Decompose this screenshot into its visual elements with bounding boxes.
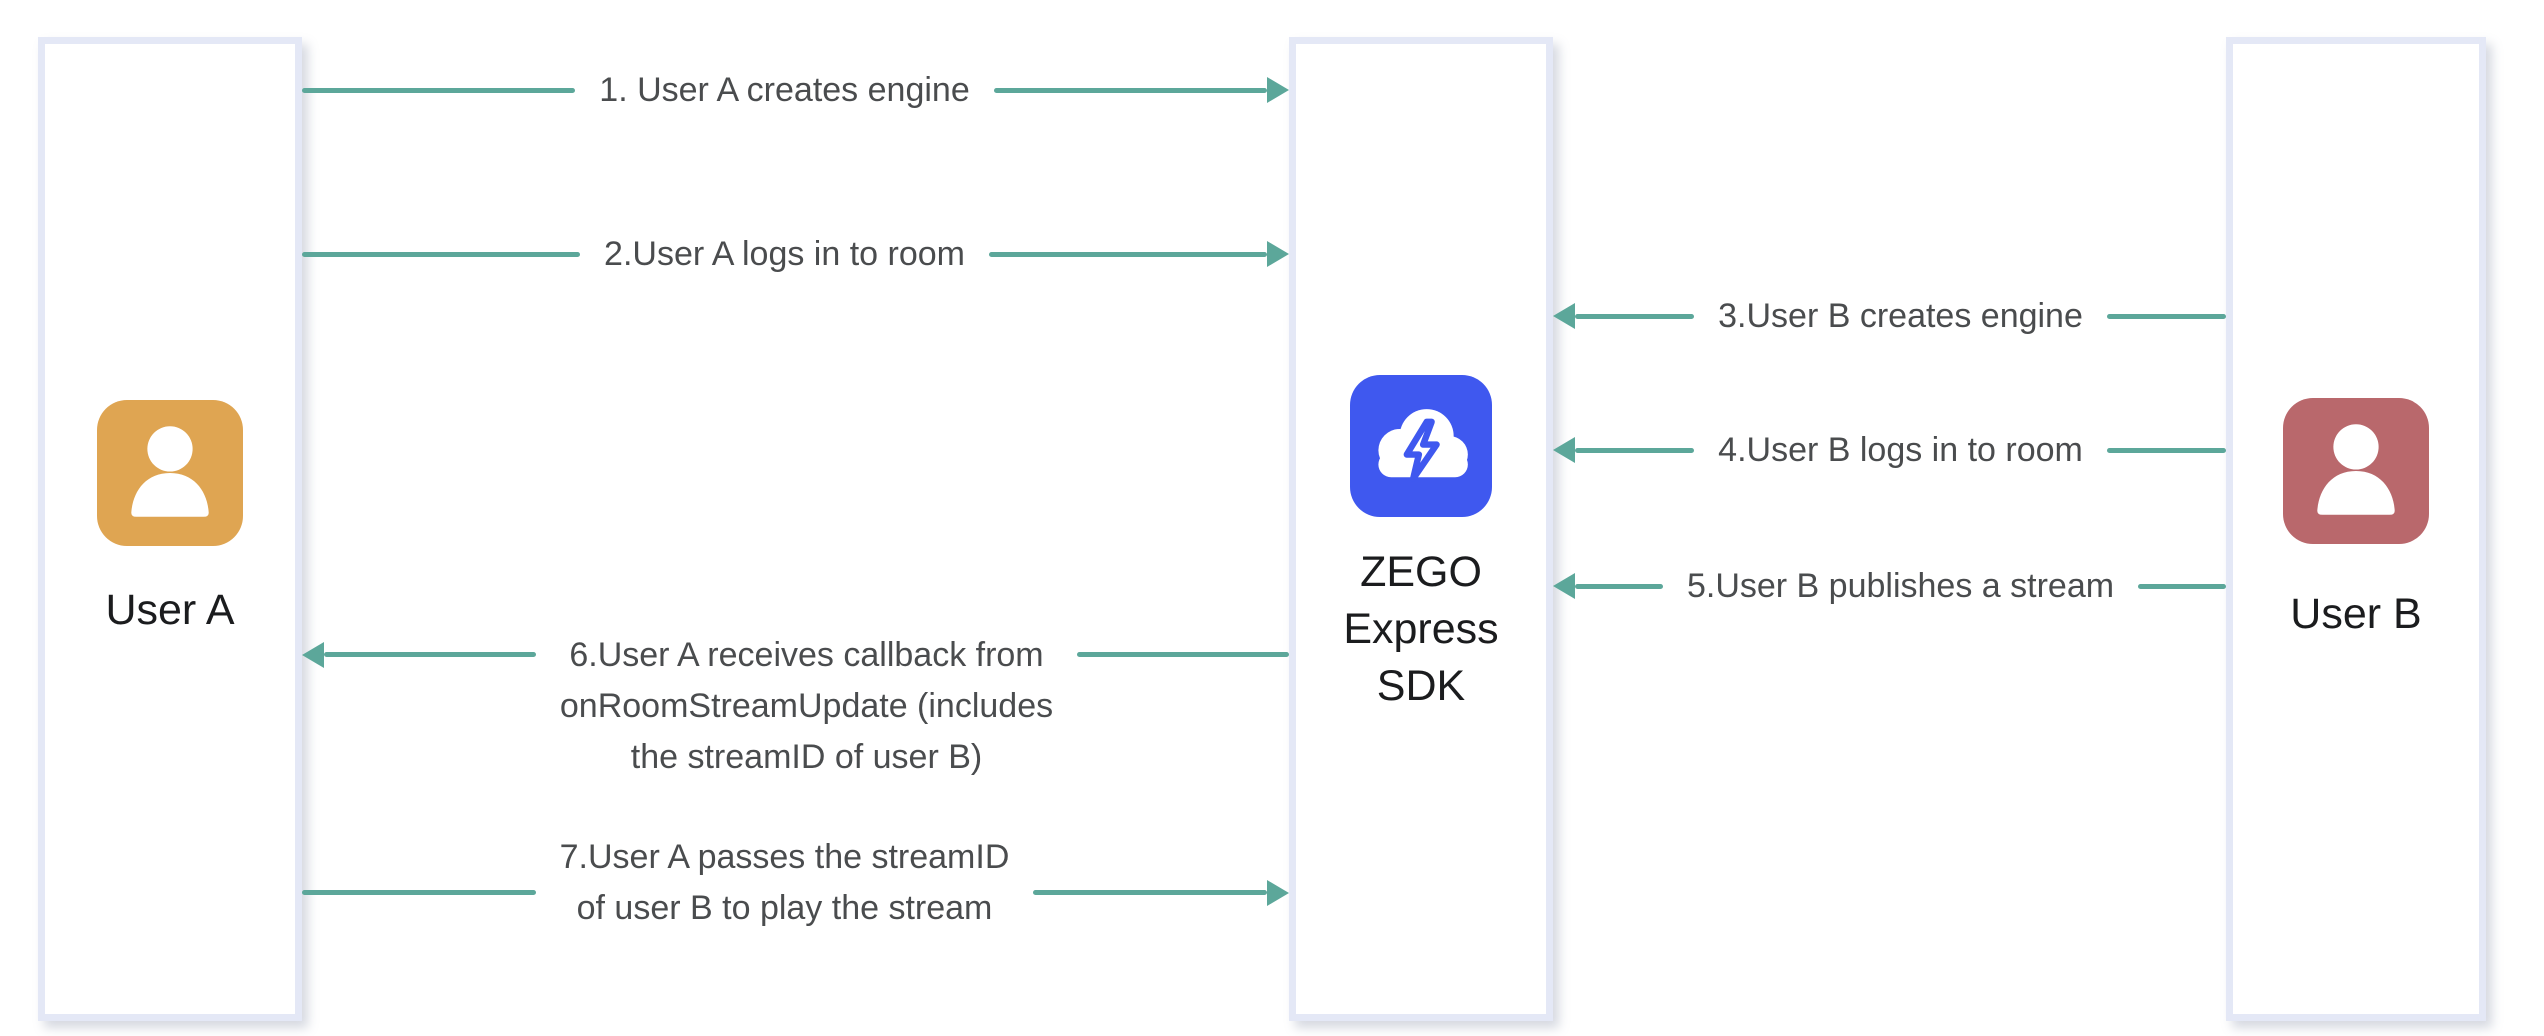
actor-label-sdk: ZEGO Express SDK xyxy=(1343,548,1499,710)
arrowhead-left-icon xyxy=(1553,437,1575,463)
person-icon xyxy=(2317,424,2395,515)
arrowhead-right-icon xyxy=(1267,77,1290,103)
message-4: 4.User B logs in to room xyxy=(1553,424,2227,476)
user-a-avatar xyxy=(97,400,243,546)
message-7-label: 7.User A passes the streamID of user B t… xyxy=(559,838,1010,927)
actor-user-b: User B xyxy=(2226,37,2486,1021)
message-4-label: 4.User B logs in to room xyxy=(1718,430,2083,469)
actor-zego-express-sdk: ZEGO Express SDK xyxy=(1289,37,1553,1021)
message-5: 5.User B publishes a stream xyxy=(1553,560,2227,612)
message-2-label: 2.User A logs in to room xyxy=(604,234,965,273)
message-5-label: 5.User B publishes a stream xyxy=(1686,566,2115,605)
cloud-lightning-icon xyxy=(1378,409,1468,482)
actor-sdk-content: ZEGO Express SDK xyxy=(1296,375,1546,715)
arrow-line xyxy=(2106,447,2227,453)
arrowhead-left-icon xyxy=(302,642,324,668)
arrow-line xyxy=(993,87,1268,93)
arrow-line xyxy=(1077,652,1289,657)
arrow-line xyxy=(2138,583,2227,589)
arrow-line xyxy=(1575,313,1695,319)
arrow-line xyxy=(302,251,581,257)
message-6-label: 6.User A receives callback from onRoomSt… xyxy=(559,636,1054,776)
actor-label-user-a: User A xyxy=(105,586,235,634)
arrow-line xyxy=(324,652,536,657)
arrow-line xyxy=(2106,313,2227,319)
message-3: 3.User B creates engine xyxy=(1553,290,2227,342)
arrow-line xyxy=(302,87,576,93)
arrowhead-right-icon xyxy=(1267,241,1290,267)
arrowhead-left-icon xyxy=(1553,573,1575,599)
arrowhead-right-icon xyxy=(1267,880,1290,906)
message-6: 6.User A receives callback from onRoomSt… xyxy=(302,630,1289,783)
actor-user-b-content: User B xyxy=(2233,398,2479,643)
message-1: 1. User A creates engine xyxy=(302,64,1290,116)
actor-user-a-content: User A xyxy=(45,400,295,639)
message-7: 7.User A passes the streamID of user B t… xyxy=(302,832,1290,934)
person-icon xyxy=(131,426,209,517)
sdk-avatar xyxy=(1350,375,1492,517)
arrow-line xyxy=(1575,583,1663,589)
actor-label-user-b: User B xyxy=(2290,590,2422,638)
message-1-label: 1. User A creates engine xyxy=(599,70,970,109)
message-3-label: 3.User B creates engine xyxy=(1718,296,2083,335)
arrow-line xyxy=(1033,890,1268,895)
arrow-line xyxy=(1575,447,1695,453)
arrow-line xyxy=(302,890,536,895)
message-2: 2.User A logs in to room xyxy=(302,228,1290,280)
arrowhead-left-icon xyxy=(1553,303,1575,329)
arrow-line xyxy=(988,251,1268,257)
user-b-avatar xyxy=(2283,398,2429,544)
actor-user-a: User A xyxy=(38,37,302,1021)
